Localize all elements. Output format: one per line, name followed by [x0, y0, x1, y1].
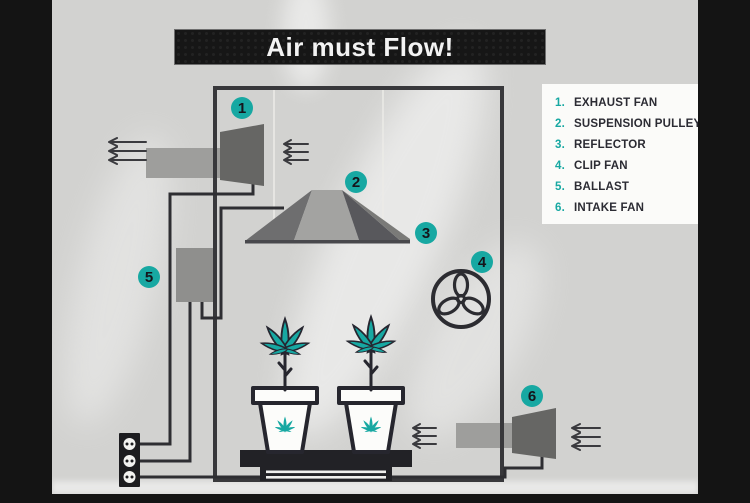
- ballast: [176, 248, 213, 302]
- svg-text:1: 1: [238, 100, 246, 117]
- plant-pot: [251, 386, 319, 454]
- legend-number: 3.: [555, 139, 565, 151]
- airflow-arrows-exhaust-in: [283, 139, 309, 165]
- reflector: [245, 190, 410, 244]
- outlet-icon: [123, 455, 136, 467]
- outlet-icon: [123, 471, 136, 483]
- legend-item-intake-fan: 6. INTAKE FAN: [555, 198, 694, 219]
- letterbox-bar-right: [698, 0, 750, 503]
- legend-item-reflector: 3. REFLECTOR: [555, 135, 694, 156]
- number-badge-intake-fan: 6: [521, 385, 543, 407]
- cannabis-leaf-icon: [347, 317, 395, 355]
- cannabis-plant: [347, 317, 395, 392]
- cannabis-leaf-icon: [261, 319, 309, 357]
- plant-table: [240, 450, 412, 481]
- airflow-arrows-exhaust-out: [108, 137, 147, 165]
- watermark-floor-band: [52, 481, 698, 494]
- number-badge-clip-fan: 4: [471, 251, 493, 273]
- legend-number: 5.: [555, 181, 565, 193]
- cannabis-plant: [261, 319, 309, 392]
- number-badge-reflector: 3: [415, 222, 437, 244]
- number-badge-ballast: 5: [138, 266, 160, 288]
- number-badge-exhaust-fan: 1: [231, 97, 253, 119]
- exhaust-fan: [220, 124, 264, 186]
- legend-item-ballast: 5. BALLAST: [555, 177, 694, 198]
- legend-item-clip-fan: 4. CLIP FAN: [555, 156, 694, 177]
- airflow-arrows-intake-out: [571, 423, 601, 451]
- letterbox-bar-left: [0, 0, 52, 503]
- power-strip: [119, 433, 140, 487]
- exhaust-duct: [146, 148, 222, 178]
- legend-label: INTAKE FAN: [574, 202, 645, 214]
- legend-number: 6.: [555, 202, 565, 214]
- legend-label: EXHAUST FAN: [574, 97, 658, 109]
- clip-fan-icon: [431, 269, 491, 329]
- svg-text:2: 2: [352, 174, 360, 191]
- legend-item-suspension-pulley: 2. SUSPENSION PULLEY: [555, 114, 701, 135]
- legend-item-exhaust-fan: 1. EXHAUST FAN: [555, 93, 694, 114]
- legend-number: 1.: [555, 97, 565, 109]
- legend-number: 2.: [555, 118, 565, 130]
- intake-fan: [512, 408, 556, 459]
- legend-number: 4.: [555, 160, 565, 172]
- legend-label: SUSPENSION PULLEY: [574, 118, 702, 130]
- plant-pot: [337, 386, 405, 454]
- number-badge-suspension-pulley: 2: [345, 171, 367, 193]
- intake-duct: [456, 423, 514, 448]
- page-title: Air must Flow!: [266, 31, 454, 62]
- airflow-arrows-intake-in: [412, 423, 437, 449]
- svg-text:4: 4: [478, 254, 487, 271]
- legend-label: REFLECTOR: [574, 139, 646, 151]
- letterbox-bar-bottom: [0, 494, 750, 503]
- svg-text:3: 3: [422, 225, 430, 242]
- outlet-icon: [123, 438, 136, 450]
- legend-label: BALLAST: [574, 181, 630, 193]
- svg-text:5: 5: [145, 269, 153, 286]
- legend-label: CLIP FAN: [574, 160, 628, 172]
- title-banner: Air must Flow!: [174, 29, 546, 65]
- svg-text:6: 6: [528, 388, 536, 405]
- legend-box: 1. EXHAUST FAN 2. SUSPENSION PULLEY 3. R…: [542, 84, 701, 224]
